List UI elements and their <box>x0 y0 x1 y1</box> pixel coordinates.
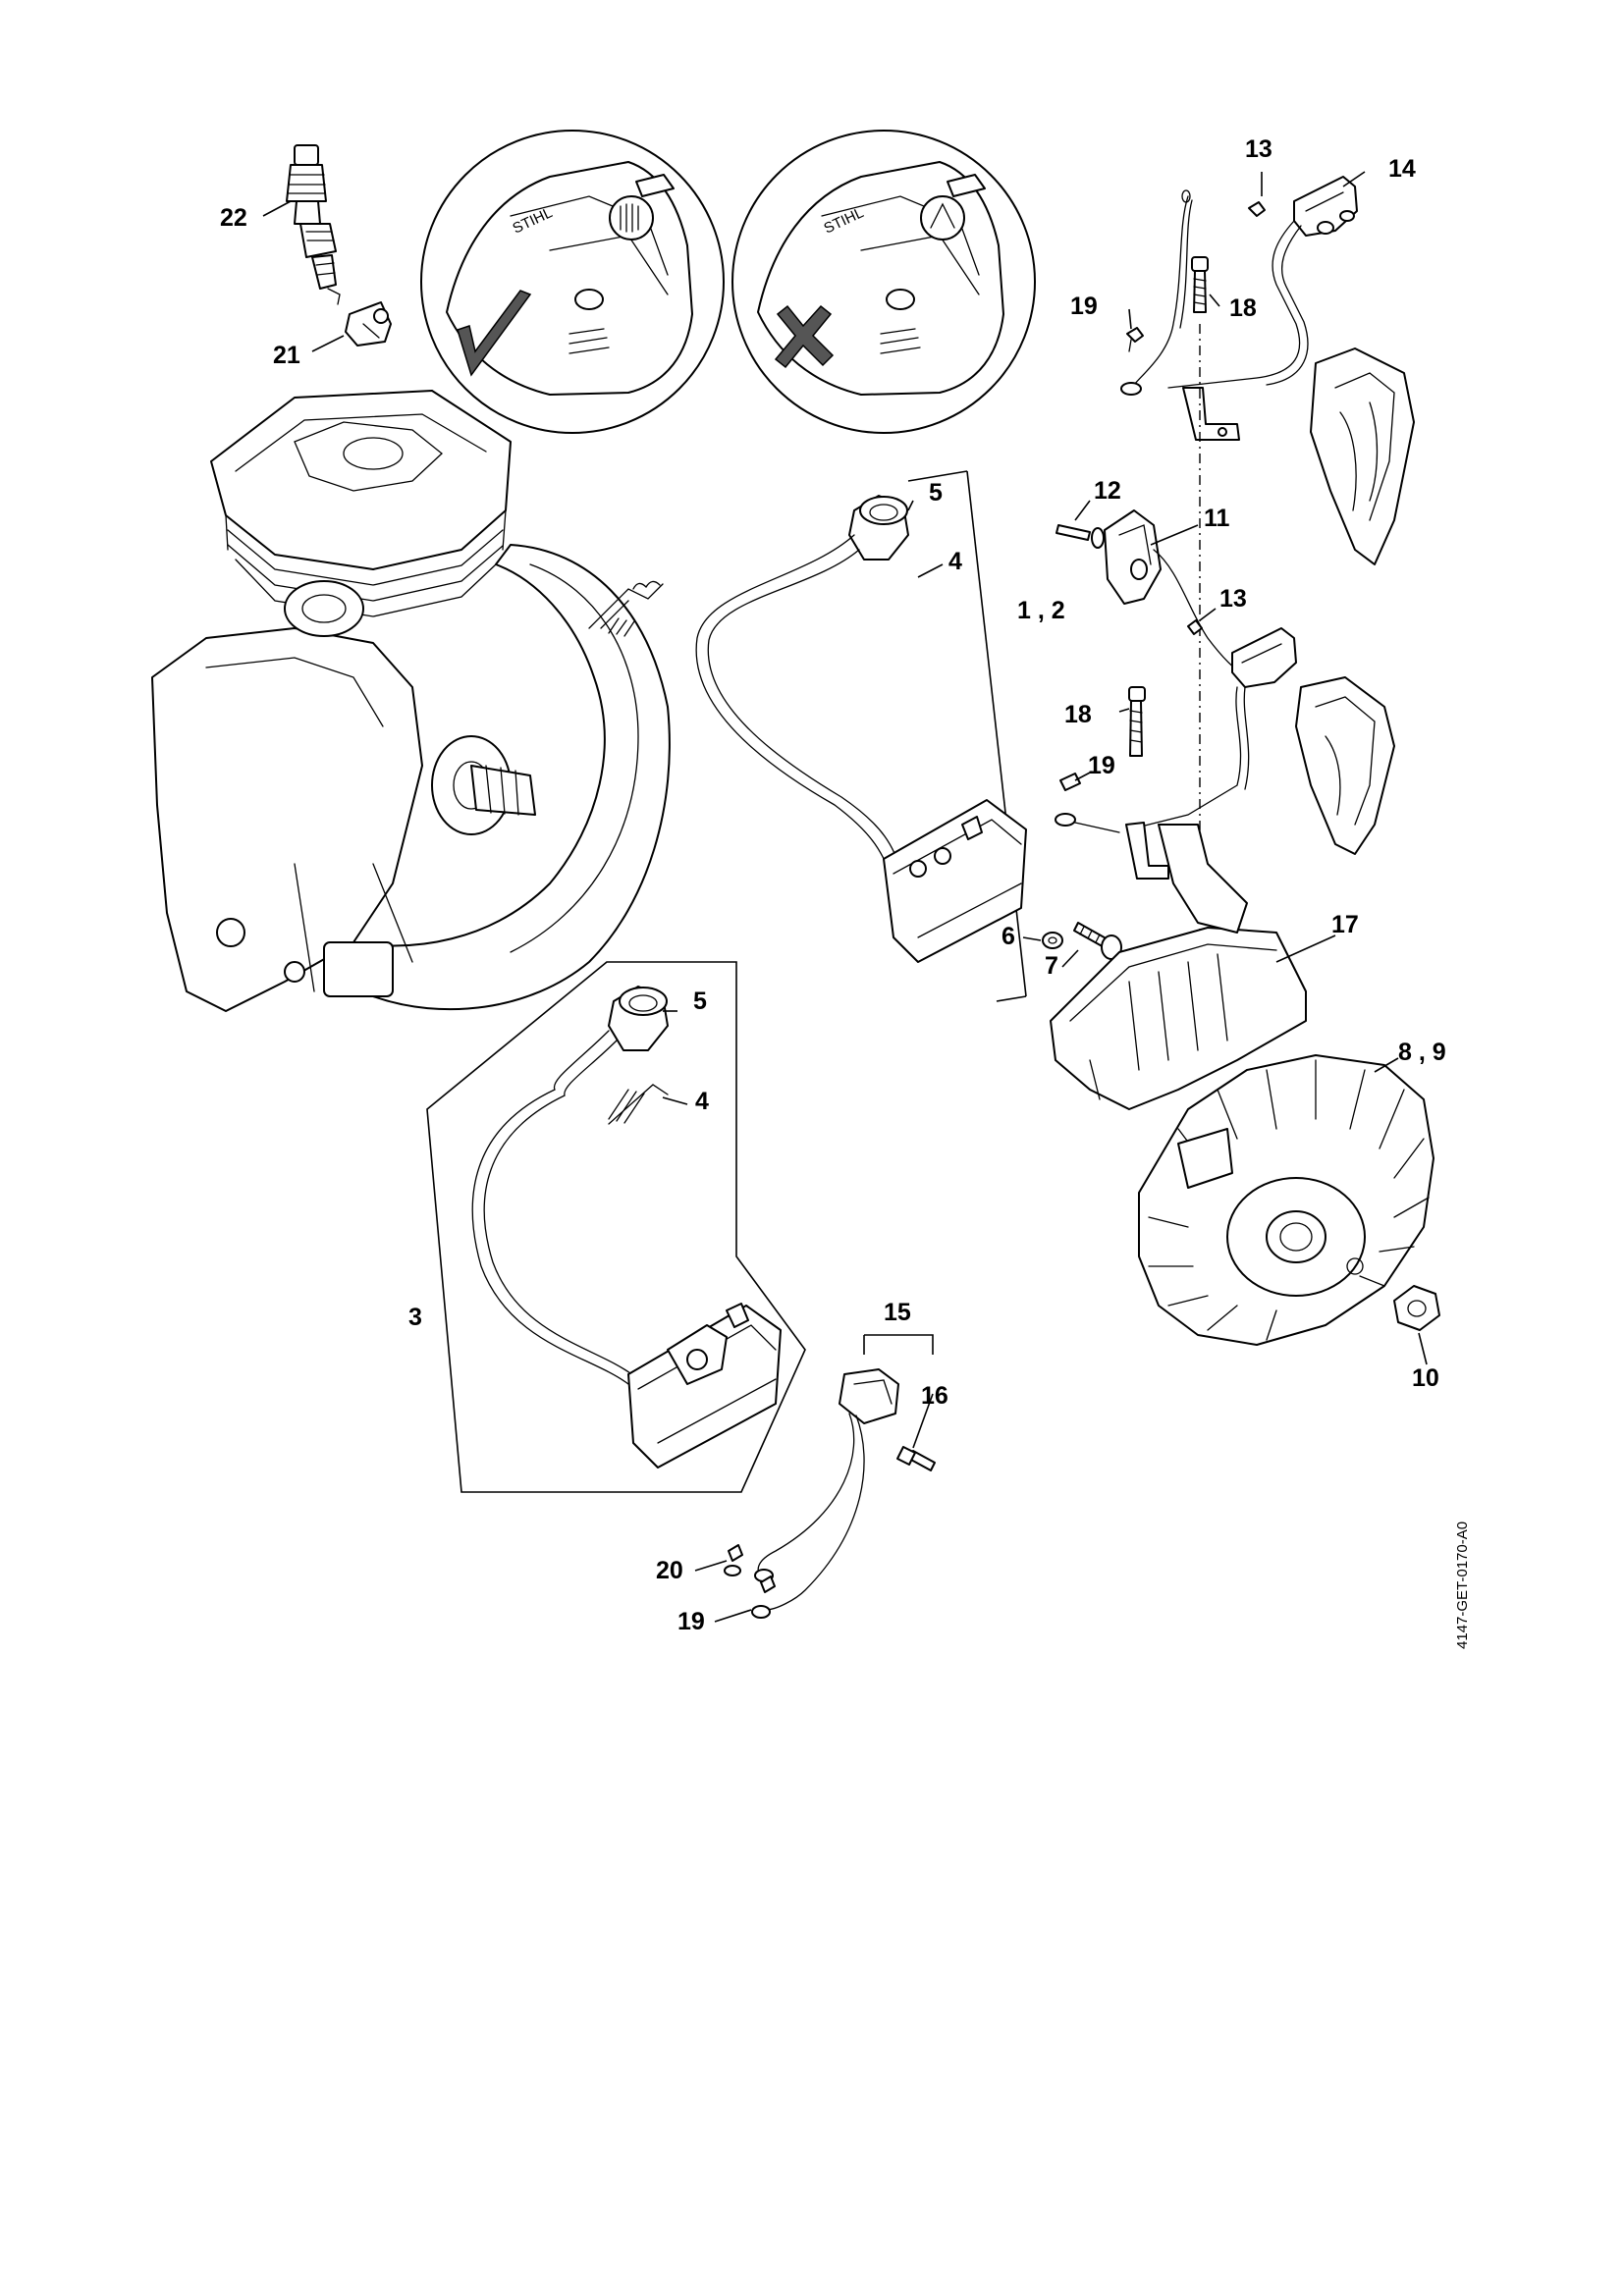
callout-7: 7 <box>1045 952 1058 980</box>
callout-8-9: 8 , 9 <box>1398 1039 1446 1066</box>
flywheel-8-9 <box>1138 1054 1435 1346</box>
callout-17: 17 <box>1331 911 1359 938</box>
callout-13-top: 13 <box>1245 135 1272 163</box>
ignition-module-lower <box>426 961 806 1493</box>
plug-cap <box>345 301 392 347</box>
drawing-code: 4147-GET-0170-A0 <box>1454 1522 1471 1649</box>
screw-7 <box>1073 922 1122 960</box>
callout-15: 15 <box>884 1299 911 1326</box>
leader-lines <box>262 171 1428 1623</box>
callout-22: 22 <box>220 204 247 232</box>
callout-19-low: 19 <box>677 1608 705 1635</box>
callout-21: 21 <box>273 342 300 369</box>
inset-incorrect: STIHL <box>731 130 1036 434</box>
callout-19-mid: 19 <box>1088 752 1115 779</box>
callout-5-top: 5 <box>929 479 943 507</box>
callout-19-top: 19 <box>1070 293 1098 320</box>
callout-18-top: 18 <box>1229 294 1257 322</box>
callout-4-low: 4 <box>695 1088 709 1115</box>
washer-6 <box>1042 932 1063 949</box>
ignition-module-upper <box>588 470 1027 1002</box>
short-circuit-wire <box>724 1334 936 1619</box>
callout-16: 16 <box>921 1382 948 1410</box>
callout-13-mid: 13 <box>1219 585 1247 613</box>
callout-18-mid: 18 <box>1064 701 1092 728</box>
switch-assembly-middle <box>1055 509 1395 880</box>
callout-labels: 13 14 22 21 19 18 5 4 12 11 1 , 2 13 18 … <box>220 135 1446 1635</box>
callout-3: 3 <box>408 1304 422 1331</box>
callout-10: 10 <box>1412 1364 1439 1392</box>
callout-12: 12 <box>1094 477 1121 505</box>
callout-4-top: 4 <box>948 548 962 575</box>
engine-assembly <box>151 390 671 1012</box>
callout-6: 6 <box>1001 923 1015 950</box>
callout-1-2: 1 , 2 <box>1017 597 1065 624</box>
spark-plug <box>286 144 341 305</box>
callout-5-low: 5 <box>693 988 707 1015</box>
nut-10 <box>1393 1285 1440 1331</box>
switch-assembly-upper <box>1120 176 1415 982</box>
callout-11: 11 <box>1204 505 1230 532</box>
inset-correct: STIHL <box>420 130 725 434</box>
callout-20: 20 <box>656 1557 683 1584</box>
callout-14: 14 <box>1388 155 1416 183</box>
carrier-17 <box>1050 824 1307 1110</box>
